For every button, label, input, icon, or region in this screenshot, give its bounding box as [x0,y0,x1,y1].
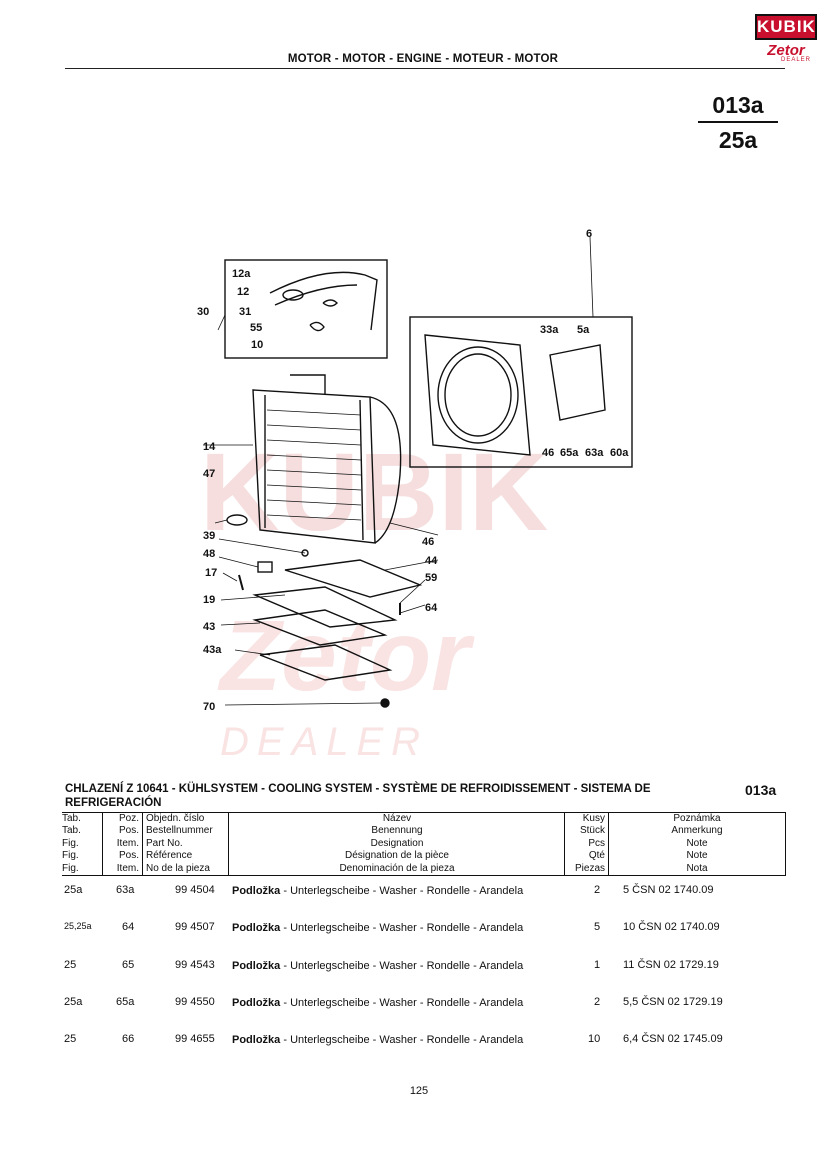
cell-name: Podložka - Unterlegscheibe - Washer - Ro… [232,885,524,897]
table-code: 013a [745,782,777,798]
callout-55: 55 [250,322,262,334]
callout-65a: 65a [560,447,579,459]
page-code-divider [698,121,778,123]
cell-name: Podložka - Unterlegscheibe - Washer - Ro… [232,1034,524,1046]
header-col-tab: Tab.Tab.Fig.Fig.Fig. [62,813,81,874]
callout-39: 39 [203,530,215,542]
callout-14: 14 [203,441,216,453]
header-col-poz: Poz.Pos.Item.Pos.Item. [102,813,142,875]
kubik-zetor-logo: KUBIK Zetor DEALER [755,14,817,66]
watermark-dealer: DEALER [220,720,428,760]
callout-33a: 33a [540,324,559,336]
fan-shroud-inset-box [409,316,633,468]
callout-46: 46 [422,536,434,548]
page-number: 125 [409,1085,429,1097]
cell-tab: 25a [64,884,83,896]
callout-30: 30 [197,306,209,318]
cell-note: 11 ČSN 02 1729.19 [623,959,719,971]
cell-part: 99 4550 [175,996,215,1008]
callout-43a: 43a [203,644,222,656]
cell-tab: 25 [64,959,77,971]
logo-text-kubik: KUBIK [755,14,817,40]
logo-text-dealer: DEALER [780,57,811,63]
cell-name: Podložka - Unterlegscheibe - Washer - Ro… [232,997,524,1009]
callout-59: 59 [425,572,437,584]
cell-poz: 64 [122,921,135,933]
callout-19: 19 [203,594,215,606]
cell-tab: 25a [64,996,83,1008]
cell-name: Podložka - Unterlegscheibe - Washer - Ro… [232,922,524,934]
callout-48: 48 [203,548,215,560]
page-code: 013a 25a [698,92,778,154]
cell-qty: 10 [588,1033,601,1045]
cell-poz: 66 [122,1033,135,1045]
cell-part: 99 4504 [175,884,215,896]
callout-64: 64 [425,602,438,614]
cell-name: Podložka - Unterlegscheibe - Washer - Ro… [232,960,524,972]
callout-31: 31 [239,306,251,318]
cell-part: 99 4655 [175,1033,215,1045]
cell-qty: 2 [594,996,601,1008]
cell-part: 99 4543 [175,959,215,971]
page-code-top: 013a [712,92,764,118]
exploded-parts-diagram: 12a 12 30 31 55 10 6 33a 5a 14 47 46 46 … [185,225,645,725]
page-code-bottom: 25a [718,127,758,153]
cell-tab: 25,25a [64,921,92,931]
callout-60a: 60a [610,447,629,459]
cell-part: 99 4507 [175,921,215,933]
cell-tab: 25 [64,1033,77,1045]
cell-qty: 2 [594,884,601,896]
header-divider [65,68,785,69]
callout-12: 12 [237,286,249,298]
section-title: MOTOR - MOTOR - ENGINE - MOTEUR - MOTOR [287,53,559,65]
cell-note: 5,5 ČSN 02 1729.19 [623,996,723,1008]
cell-note: 5 ČSN 02 1740.09 [623,884,714,896]
callout-12a: 12a [232,268,251,280]
cell-qty: 5 [594,921,601,933]
callout-63a: 63a [585,447,604,459]
cell-poz: 65 [122,959,135,971]
bracket-inset-box [224,259,388,359]
callout-47: 47 [203,468,215,480]
table-title: CHLAZENÍ Z 10641 - KÜHLSYSTEM - COOLING … [65,783,651,809]
cell-poz: 63a [116,884,135,896]
callout-44: 44 [425,555,438,567]
callout-10: 10 [251,339,263,351]
cell-poz: 65a [116,996,135,1008]
logo-text-zetor: Zetor [767,42,805,59]
callout-17: 17 [205,567,217,579]
cell-qty: 1 [594,959,601,971]
callout-70: 70 [203,701,215,713]
callout-46-shroud: 46 [542,447,554,459]
cell-note: 10 ČSN 02 1740.09 [623,921,720,933]
cell-note: 6,4 ČSN 02 1745.09 [623,1033,723,1045]
callout-6: 6 [586,228,592,240]
callout-43: 43 [203,621,215,633]
table-header: Tab.Tab.Fig.Fig.Fig. Poz.Pos.Item.Pos.It… [62,812,786,876]
callout-5a: 5a [577,324,590,336]
